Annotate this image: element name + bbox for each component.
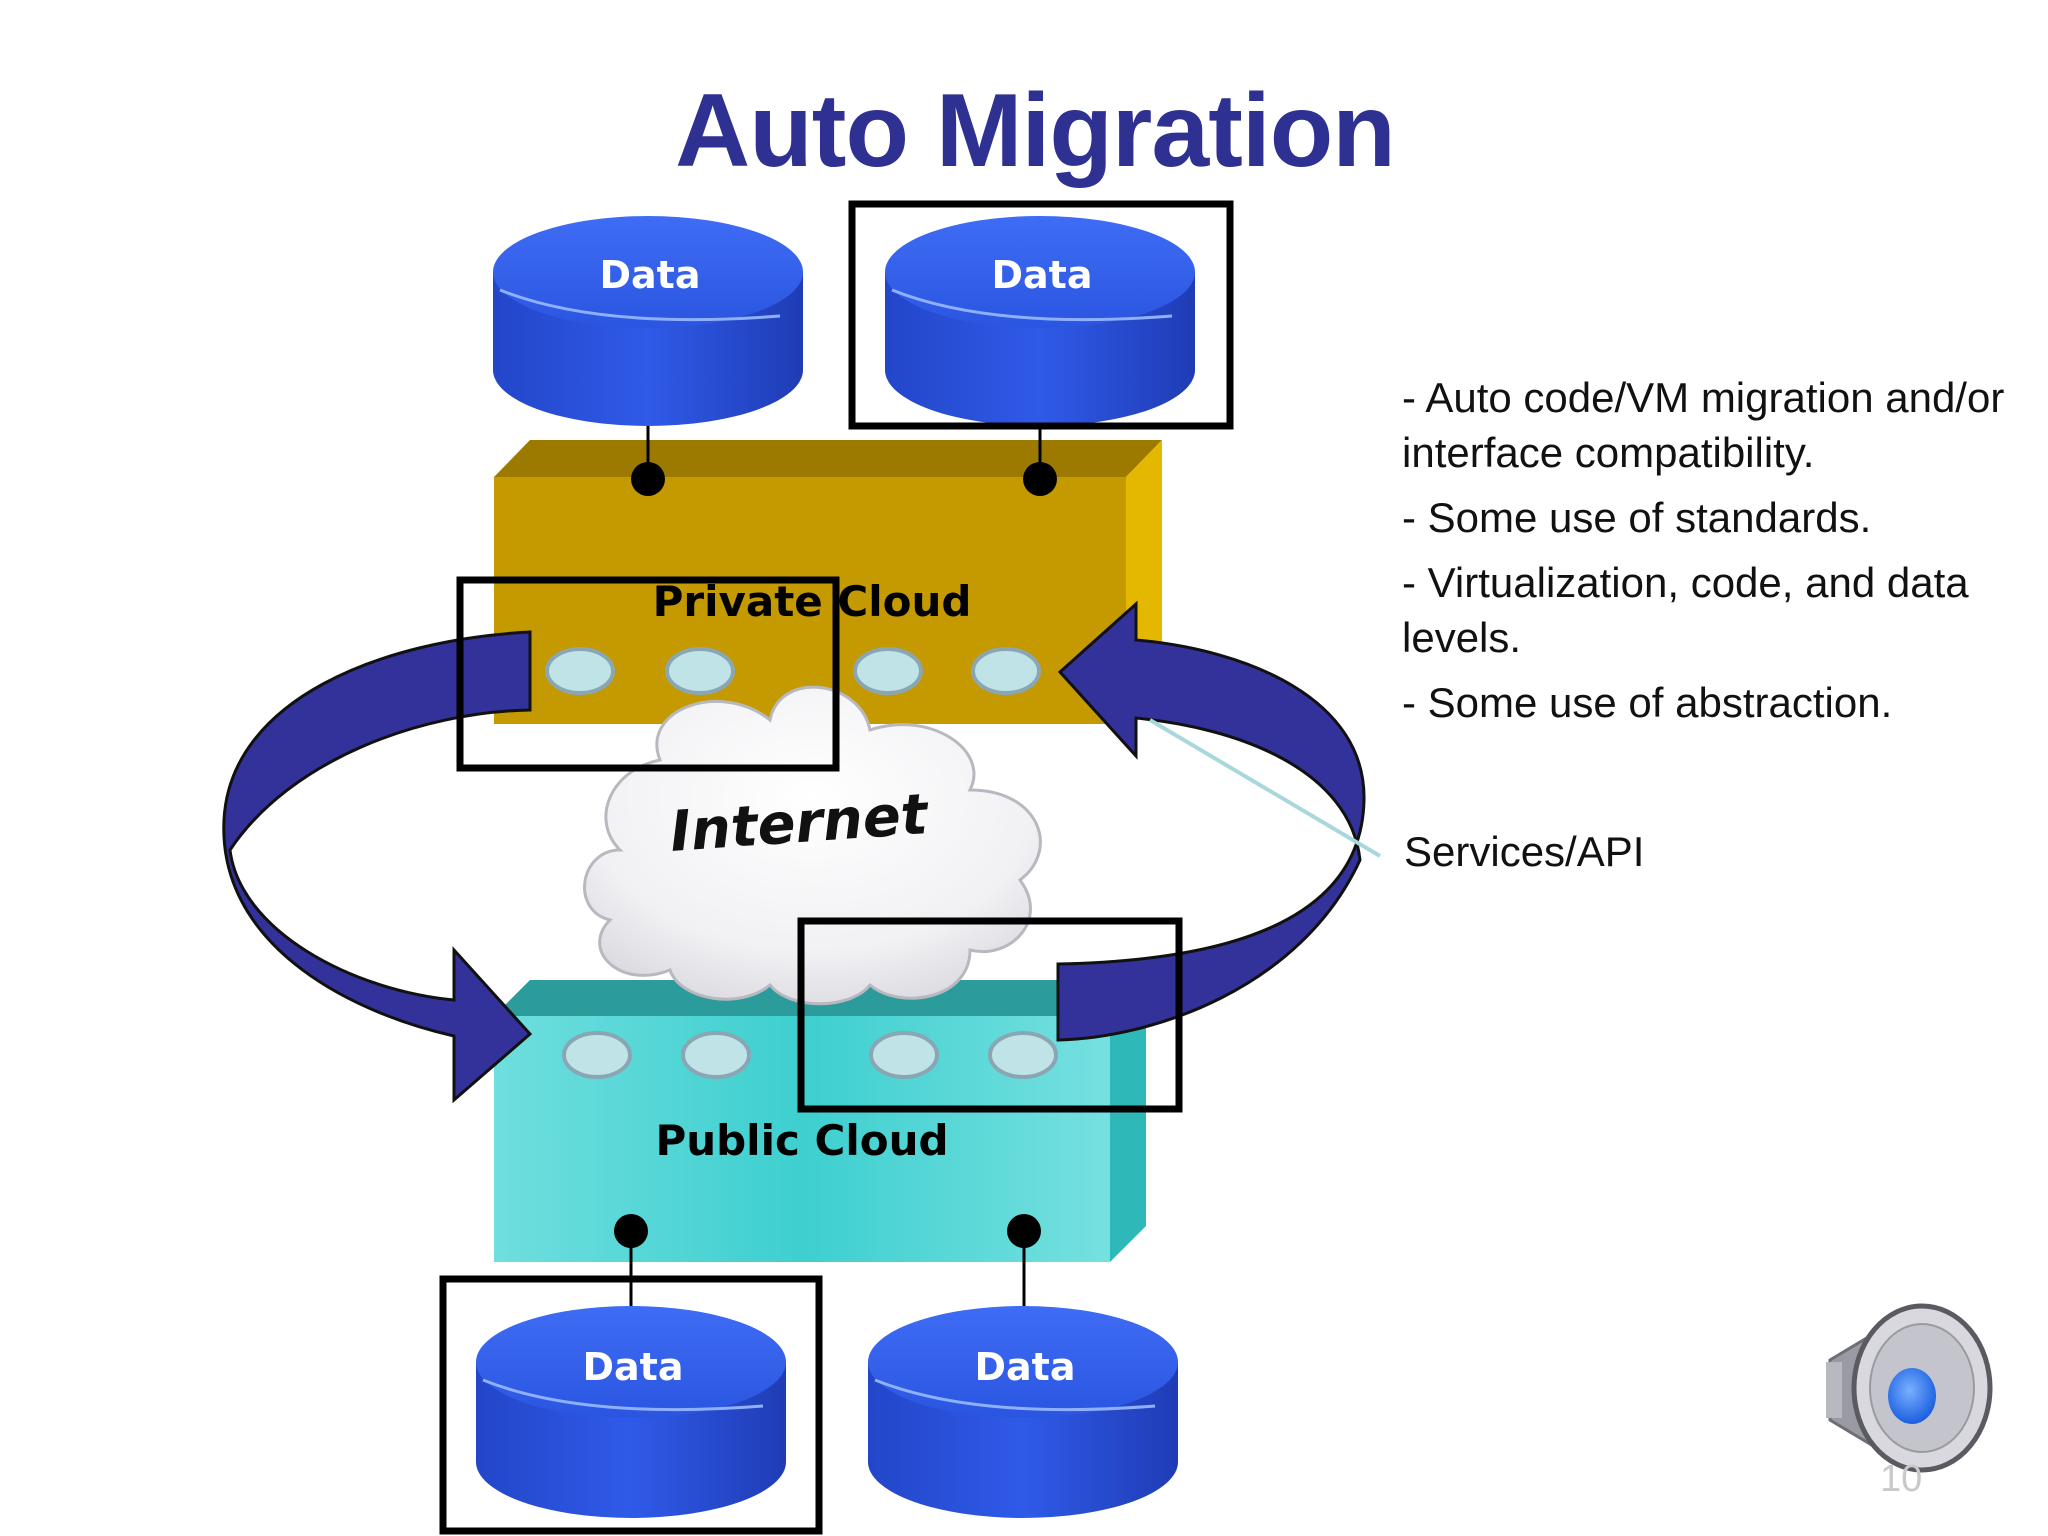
data-store-bottom-right: Data xyxy=(868,1306,1178,1518)
bullet-item: - Auto code/VM migration and/or interfac… xyxy=(1402,374,2005,476)
highlight-frame xyxy=(848,200,1234,430)
private-cloud-label: Private Cloud xyxy=(653,577,972,626)
data-store-label: Data xyxy=(600,253,701,297)
highlight-frame xyxy=(456,576,840,772)
connector-dot xyxy=(614,1214,648,1248)
private-cloud-box: Private Cloud xyxy=(494,440,1162,724)
page-number: 10 xyxy=(1880,1458,1923,1500)
data-store-label: Data xyxy=(992,253,1093,297)
services-api-label: Services/API xyxy=(1404,828,1645,875)
highlight-frame xyxy=(439,1275,823,1535)
slide-title: Auto Migration xyxy=(675,73,1396,189)
internet-cloud: Internet xyxy=(583,685,1042,1006)
speaker-icon[interactable] xyxy=(1826,1303,1993,1473)
bullet-item: - Virtualization, code, and data levels. xyxy=(1402,559,1969,661)
bullet-item: - Some use of standards. xyxy=(1402,494,1872,541)
data-store-bottom-left: Data xyxy=(476,1306,786,1518)
connector-dot xyxy=(631,462,665,496)
migration-arrow-left xyxy=(222,630,533,1104)
migration-arrow-right xyxy=(1056,600,1366,1042)
service-port xyxy=(988,1031,1058,1079)
service-port xyxy=(681,1031,751,1079)
service-port xyxy=(562,1031,632,1079)
connector-dot xyxy=(1023,462,1057,496)
bullet-list: - Auto code/VM migration and/or interfac… xyxy=(1402,370,2042,740)
public-cloud-box: Public Cloud xyxy=(494,980,1146,1262)
service-port xyxy=(665,647,735,695)
data-store-top-right: Data xyxy=(885,216,1195,426)
data-store-label: Data xyxy=(975,1345,1076,1389)
data-store-label: Data xyxy=(583,1345,684,1389)
service-port xyxy=(869,1031,939,1079)
service-port xyxy=(853,647,923,695)
public-cloud-label: Public Cloud xyxy=(655,1116,948,1165)
service-port xyxy=(545,647,615,695)
highlight-frame xyxy=(797,917,1183,1113)
data-store-top-left: Data xyxy=(493,216,803,426)
bullet-item: - Some use of abstraction. xyxy=(1402,679,1893,726)
service-port xyxy=(971,647,1041,695)
connector-dot xyxy=(1007,1214,1041,1248)
services-pointer-line xyxy=(1148,718,1382,858)
